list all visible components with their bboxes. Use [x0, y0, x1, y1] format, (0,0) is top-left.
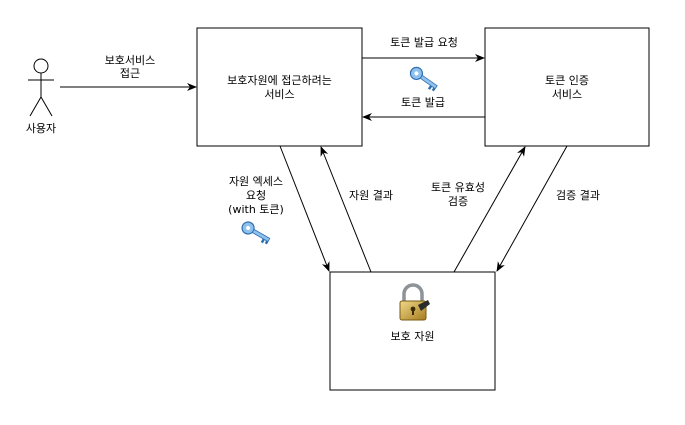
protected-resource-box [329, 271, 496, 391]
edge-token-issue-label: 토큰 발급 [401, 96, 445, 109]
resource-label: 보호 자원 [391, 330, 435, 343]
key-icon [409, 66, 438, 92]
padlock-icon [399, 283, 430, 321]
key-icon [241, 221, 271, 245]
edge-resource-result-label: 자원 결과 [349, 189, 393, 202]
auth-label-line2: 서비스 [552, 88, 582, 101]
user-actor [28, 58, 54, 117]
service-label-line2: 서비스 [264, 88, 294, 101]
edge-resource-access-label-line2: 요청 [246, 189, 266, 202]
edge-token-validate-label-line2: 검증 [448, 195, 468, 208]
edge-resource-result [320, 146, 372, 273]
edge-access-label-line2: 접근 [120, 67, 140, 80]
edge-token-validate [453, 146, 526, 273]
auth-service-box [484, 27, 650, 147]
edge-access-label-line1: 보호서비스 [105, 54, 156, 67]
service-label-line1: 보호자원에 접근하려는 [227, 73, 332, 87]
actor-label: 사용자 [26, 122, 56, 135]
edge-token-request-label: 토큰 발급 요청 [390, 36, 458, 49]
edge-validate-result-label: 검증 결과 [556, 189, 600, 202]
edge-validate-result [496, 145, 568, 272]
edge-resource-access-label-line3: (with 토큰) [228, 203, 284, 216]
service-box [196, 27, 363, 147]
edge-resource-access-label-line1: 자원 엑세스 [229, 175, 283, 188]
auth-label-line1: 토큰 인증 [545, 74, 589, 87]
edge-token-validate-label-line1: 토큰 유효성 [431, 181, 485, 194]
edge-resource-access [279, 145, 330, 272]
